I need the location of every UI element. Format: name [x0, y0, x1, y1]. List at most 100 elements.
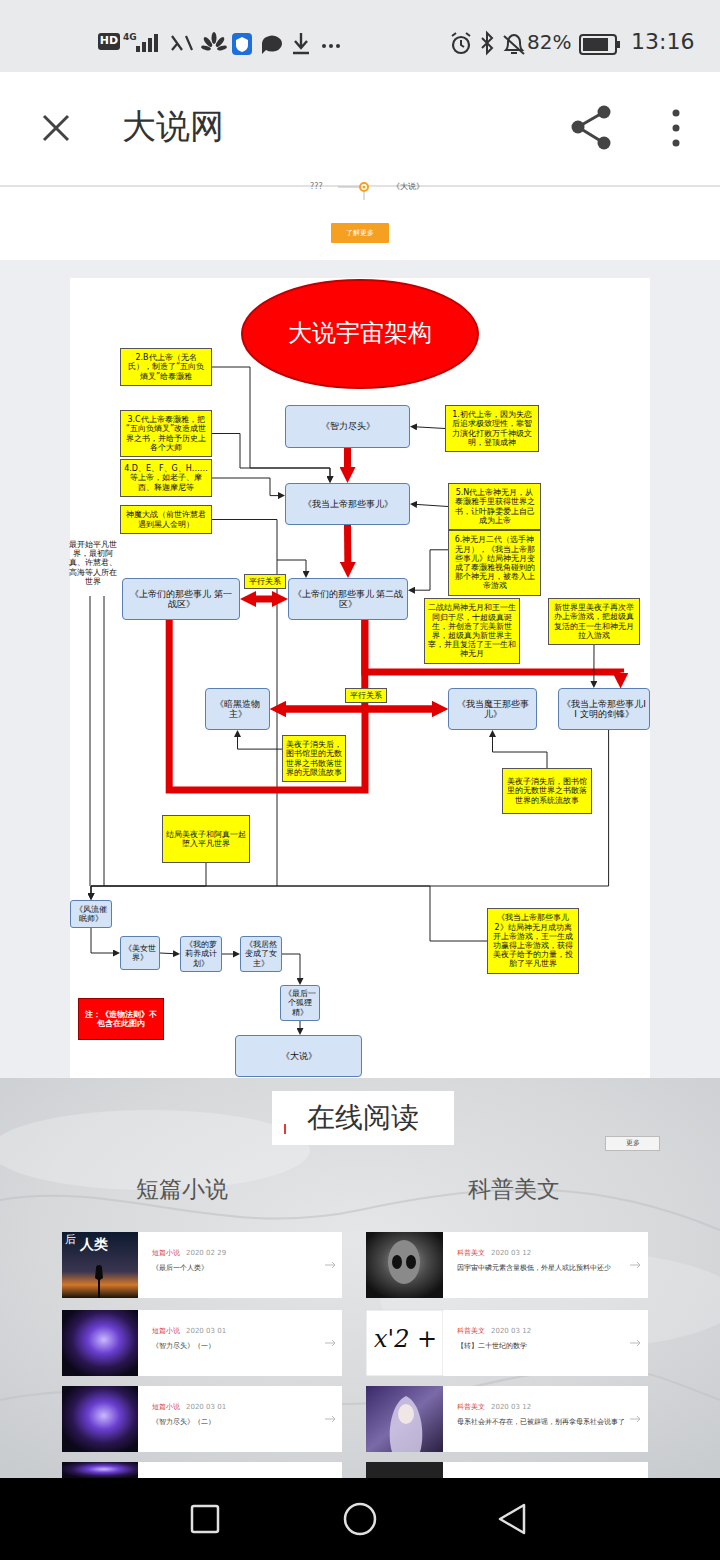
- node-text: 更多: [626, 1139, 640, 1147]
- post-date: 2020 03 01: [186, 1327, 226, 1335]
- article-title: 《智力尽头》（一）: [152, 1342, 215, 1350]
- card-meta: 短篇小说2020 03 01: [152, 1327, 226, 1335]
- node-text: 《我当上帝那些事儿》: [303, 499, 393, 509]
- article-card: 科普美文2020 03 12 【转】二十世纪的数学: [445, 1310, 648, 1376]
- node-text: 注：《造物法则》不包含在此图内: [83, 1010, 159, 1028]
- section-header: 在线阅读: [272, 1091, 454, 1145]
- article-card: 科普美文 2020 03 12 因宇宙中磷元素含量极低，外星人或比预料中还少: [445, 1232, 648, 1298]
- book-box: 《我当上帝那些事儿》: [285, 483, 410, 525]
- node-text: 新世界里美夜子再次举办上帝游戏，把超级真复活的王一生和神无月拉入游戏: [552, 603, 636, 640]
- edge-label: 平行关系: [244, 574, 286, 589]
- node-text: 《最后一个狐狸精》: [283, 989, 317, 1017]
- note-box: 结局美夜子和阿真一起堕入平凡世界: [162, 815, 250, 863]
- node-text: 《我的萝莉养成计划》: [183, 940, 219, 968]
- node-text: 《我当魔王那些事儿》: [452, 699, 533, 720]
- card-meta: 科普美文2020 03 12: [457, 1403, 531, 1411]
- title-ellipse: 大说宇宙架构: [240, 278, 480, 390]
- post-date: 2020 03 12: [491, 1327, 531, 1335]
- main-flow-arrow: [344, 448, 351, 467]
- article-title: 因宇宙中磷元素含量极低，外星人或比预料中还少: [457, 1264, 611, 1272]
- note-box: 3.C代上帝泰灏雅，把“五向负熵叉”改造成世界之书，并给予历史上各个大师: [120, 410, 212, 457]
- note-box: 《我当上帝那些事儿2》结局神无月成功离开上帝游戏，王一生成功赢得上帝游戏，获得美…: [487, 908, 579, 974]
- node-text: 2.B代上帝（无名氏），制造了“五向负熵叉”给泰灏雅: [124, 353, 208, 381]
- node-text: 了解更多: [346, 229, 374, 237]
- article-card: 短篇小说 2020 02 29 《最后一个人类》: [140, 1232, 342, 1298]
- note-box: 2.B代上帝（无名氏），制造了“五向负熵叉”给泰灏雅: [120, 348, 212, 386]
- note-arrow: [415, 550, 448, 590]
- book-box: 《我当魔王那些事儿》: [448, 688, 537, 730]
- category-tag: 科普美文: [457, 1249, 485, 1257]
- note-arrow: [417, 504, 448, 506]
- note-box: 新世界里美夜子再次举办上帝游戏，把超级真复活的王一生和神无月拉入游戏: [548, 598, 640, 645]
- thumbnail-text: 人类: [80, 1236, 108, 1252]
- node-text: 《美女世界》: [123, 944, 157, 962]
- card-meta: 科普美文 2020 03 12: [457, 1249, 531, 1257]
- book-box: 《风流催眠师》: [70, 900, 112, 928]
- article-title: 【转】二十世纪的数学: [457, 1342, 527, 1350]
- timeline-label: ???: [310, 182, 323, 191]
- node-text: 结局美夜子和阿真一起堕入平凡世界: [166, 830, 246, 848]
- note-arrow: [238, 737, 283, 749]
- node-text: 5.N代上帝神无月，从泰灏雅手里获得世界之书，让叶静雯爱上自己成为上帝: [452, 488, 537, 525]
- node-text: 《上帝们的那些事儿 第二战区》: [292, 589, 404, 610]
- node-text: 美夜子消失后，图书馆里的无数世界之书散落世界的系统流故事: [506, 777, 588, 805]
- node-text: 《大说》: [281, 1051, 317, 1061]
- post-date: 2020 02 29: [186, 1249, 226, 1257]
- note-box: 1.初代上帝，因为失恋后追求极致理性，靠智力演化打败万千神级文明，登顶成神: [445, 405, 539, 452]
- node-text: 《暗黑造物主》: [209, 699, 266, 720]
- node-text: 大说宇宙架构: [288, 320, 432, 348]
- note-arrow: [493, 737, 548, 768]
- node-text: 《智力尽头》: [321, 421, 375, 431]
- node-text: 《我当上帝那些事儿2》结局神无月成功离开上帝游戏，王一生成功赢得上帝游戏，获得美…: [491, 913, 575, 968]
- world-note: 最开始平凡世界，最初阿真、许慧君、高海等人所在世界: [68, 540, 118, 586]
- book-box: 《大说》: [235, 1035, 362, 1077]
- category-tag: 短篇小说: [152, 1249, 180, 1257]
- book-box: 《我当上帝那些事儿II 文明的剑锋》: [558, 688, 650, 730]
- warning-note: 注：《造物法则》不包含在此图内: [78, 998, 164, 1040]
- note-arrow: [91, 863, 206, 893]
- article-title: 《智力尽头》（二）: [152, 1418, 215, 1426]
- timeline-label: 《大说》: [392, 182, 424, 191]
- article-card: 短篇小说2020 03 01 《智力尽头》（一）: [140, 1310, 342, 1376]
- thumbnail-formula: x'2 +: [374, 1326, 437, 1354]
- node-text: 《我居然变成了女主》: [243, 940, 279, 968]
- note-arrow: [91, 886, 487, 941]
- note-box: 二战结局神无月和王一生同归于尽，十超级真诞生，并创造了完美新世界，超级真为新世界…: [424, 598, 520, 664]
- note-arrow: [160, 953, 173, 955]
- note-arrow: [91, 730, 609, 893]
- note-arrow: [212, 478, 278, 496]
- node-text: 《我当上帝那些事儿II 文明的剑锋》: [562, 699, 646, 720]
- note-box: 神魔大战（前世许慧君遇到黑人金明）: [120, 505, 212, 534]
- book-box: 《美女世界》: [120, 936, 160, 970]
- note-arrow: [300, 1021, 301, 1028]
- note-box: 美夜子消失后，图书馆里的无数世界之书散落世界的系统流故事: [502, 768, 592, 814]
- post-date: 2020 03 12: [491, 1403, 531, 1411]
- article-card: 短篇小说2020 03 01《智力尽头》（二）: [140, 1386, 342, 1452]
- node-text: 美夜子消失后，图书馆里的无数世界之书散落世界的无限流故事: [286, 740, 342, 777]
- more-button: 了解更多: [331, 223, 389, 243]
- page-title: 大说网: [122, 107, 224, 146]
- note-arrow: [212, 520, 306, 572]
- article-title: 《最后一个人类》: [152, 1264, 208, 1272]
- book-box: 《上帝们的那些事儿 第一战区》: [122, 578, 240, 620]
- status-badge: HD: [98, 33, 120, 50]
- node-text: 6.神无月二代（选手神无月），《我当上帝那些事儿》结局神无月变成了泰灏雅视角碰到…: [452, 535, 537, 590]
- book-box: 《我居然变成了女主》: [240, 936, 282, 972]
- node-text: 在线阅读: [307, 1102, 419, 1134]
- node-text: 《上帝们的那些事儿 第一战区》: [126, 589, 236, 610]
- main-flow-arrow: [256, 596, 272, 603]
- note-box: 5.N代上帝神无月，从泰灏雅手里获得世界之书，让叶静雯爱上自己成为上帝: [448, 483, 541, 530]
- note-arrow: [91, 928, 113, 953]
- node-text: 4.D、E、F、G、H……等上帝，如老子、摩西、释迦摩尼等: [124, 464, 208, 492]
- main-flow-arrow: [344, 525, 351, 562]
- node-text: 《风流催眠师》: [73, 905, 109, 923]
- book-box: 《智力尽头》: [285, 405, 410, 448]
- post-date: 2020 03 12: [491, 1249, 531, 1257]
- node-text: 1.初代上帝，因为失恋后追求极致理性，靠智力演化打败万千神级文明，登顶成神: [449, 410, 535, 447]
- note-box: 4.D、E、F、G、H……等上帝，如老子、摩西、释迦摩尼等: [120, 459, 212, 497]
- network-label: 4G: [123, 32, 137, 42]
- note-arrow: [417, 427, 445, 429]
- card-meta: 短篇小说 2020 02 29: [152, 1249, 226, 1257]
- card-meta: 科普美文2020 03 12: [457, 1327, 531, 1335]
- note-arrow: [222, 954, 233, 955]
